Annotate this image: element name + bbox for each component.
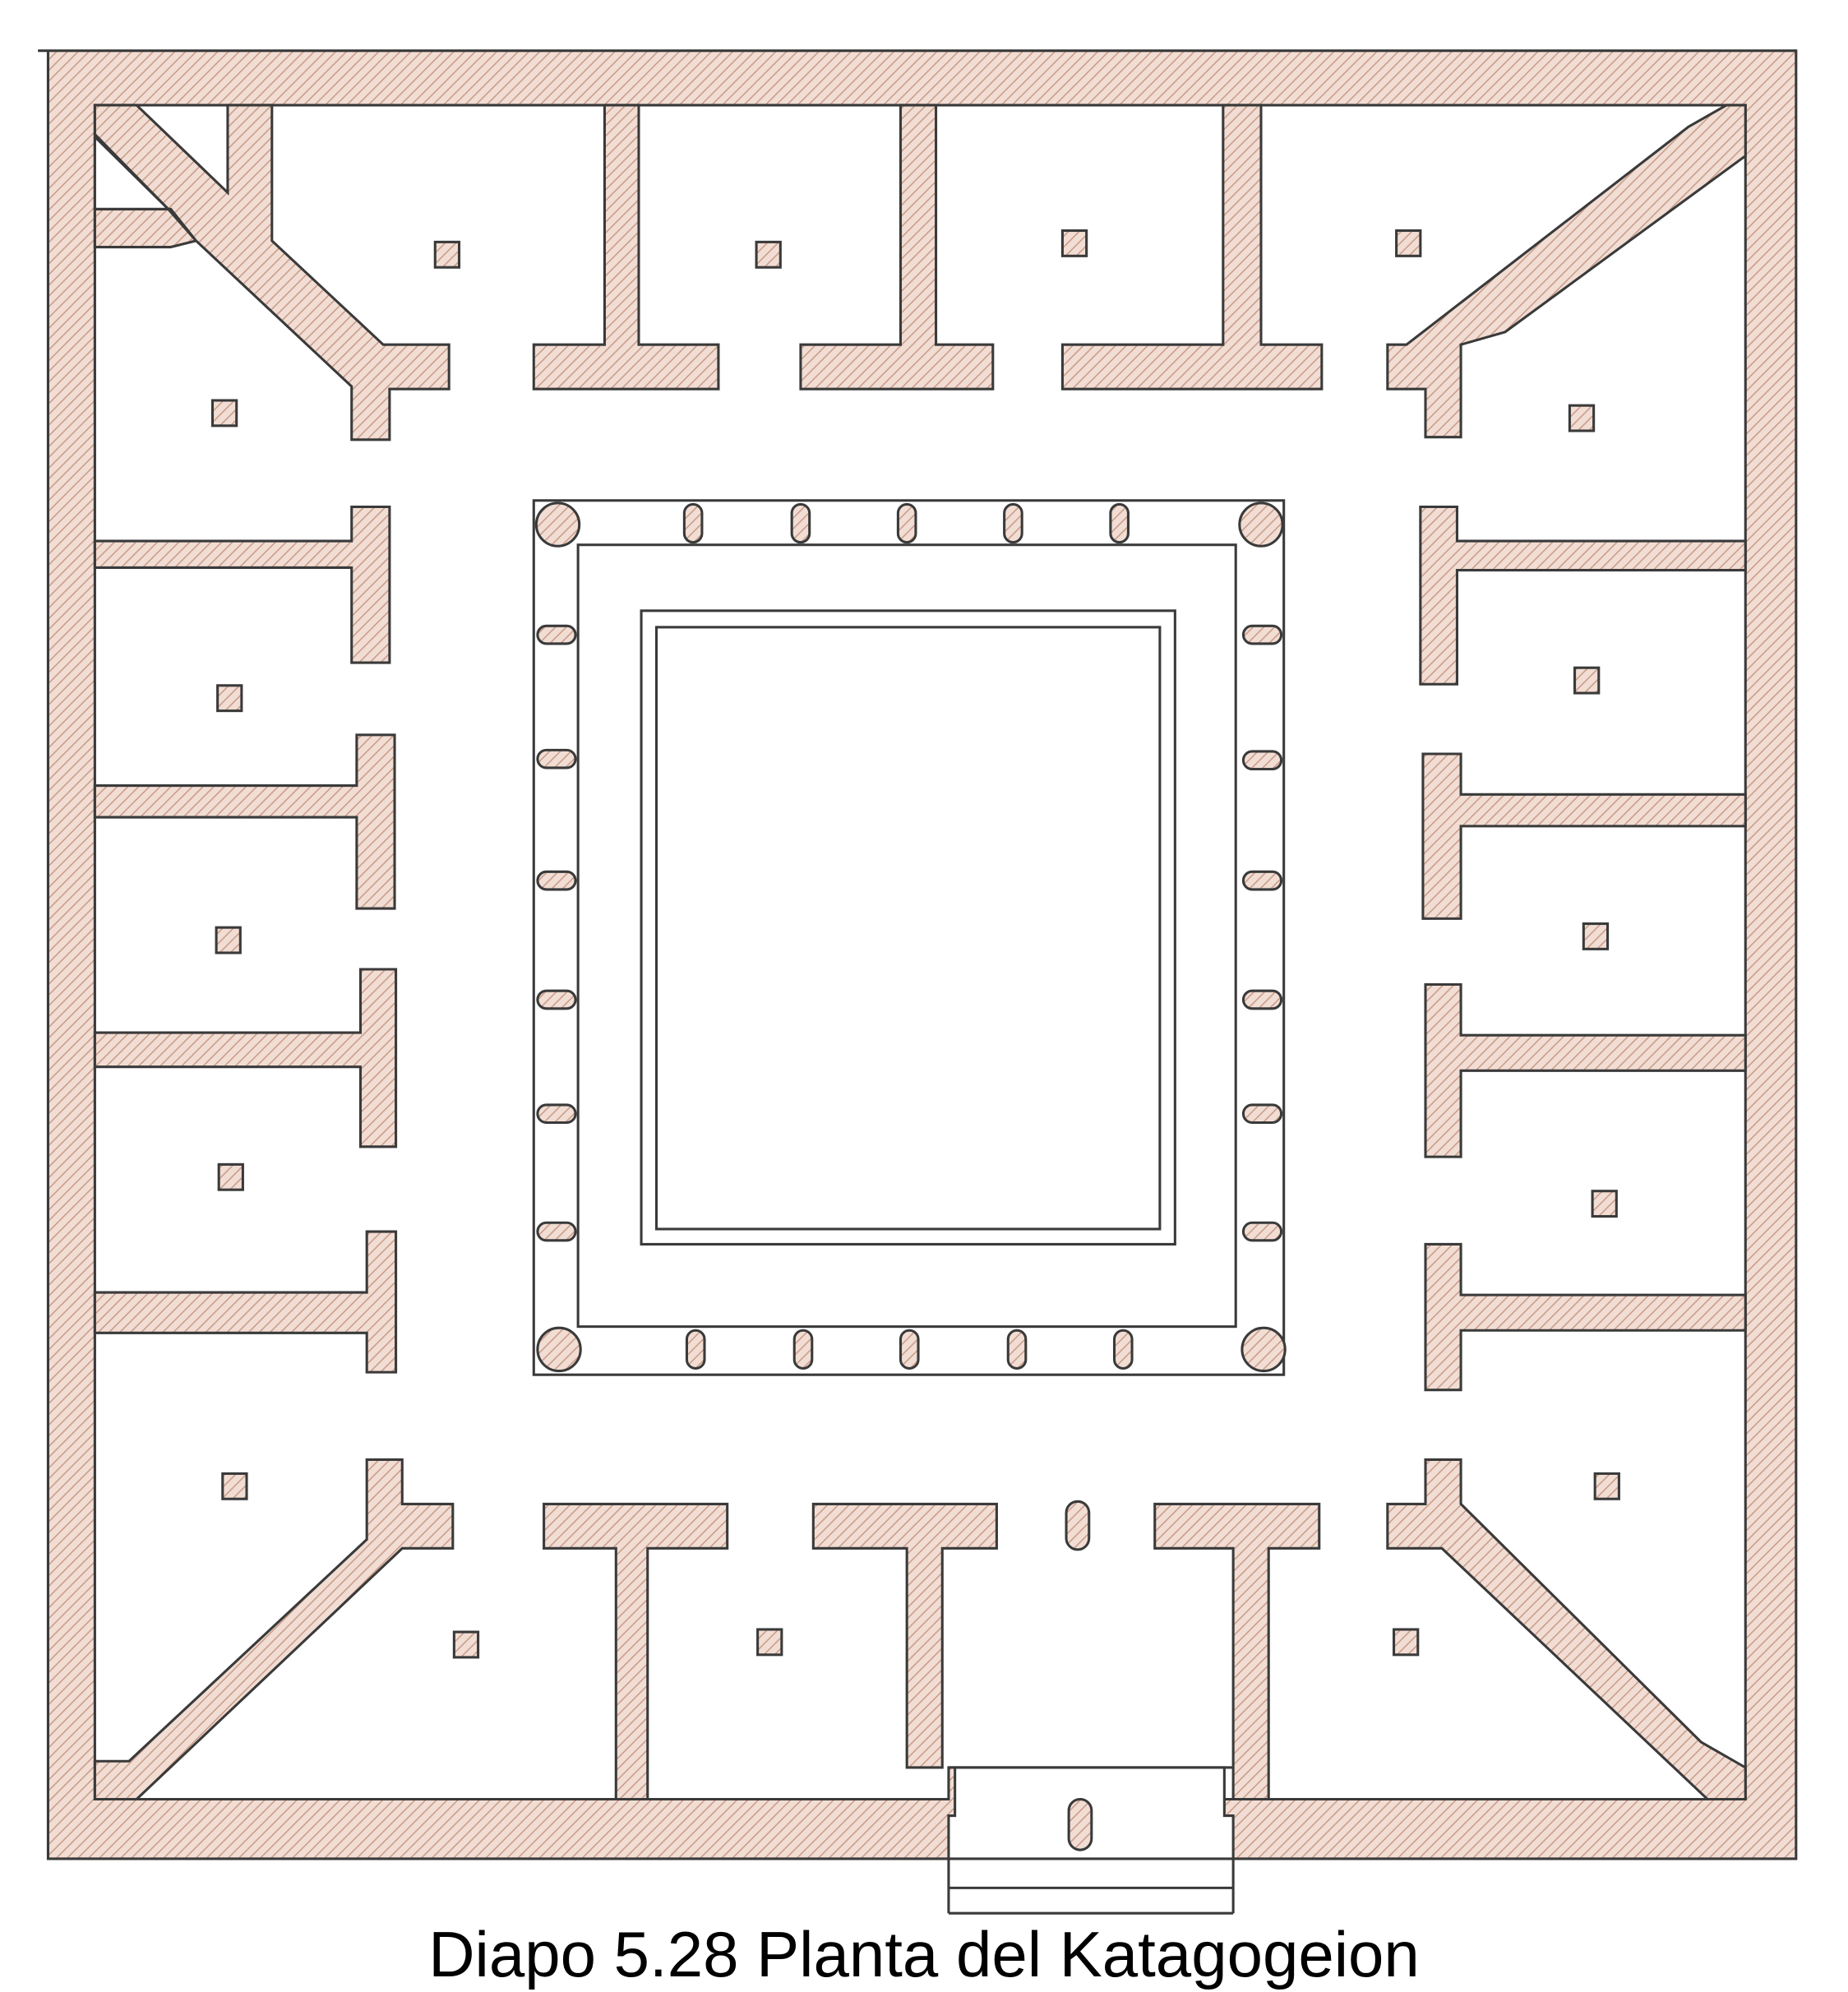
wall-top-right-diagonal bbox=[1386, 104, 1747, 439]
impluvium-inner bbox=[654, 626, 1162, 1231]
wall-top-t3 bbox=[1060, 104, 1324, 391]
wall-bottom-left-diagonal bbox=[93, 1458, 455, 1801]
pillar-square bbox=[221, 1472, 248, 1500]
column-oval bbox=[682, 502, 704, 544]
pillar-square bbox=[452, 1630, 480, 1659]
wall-left-t3 bbox=[93, 968, 398, 1149]
column-oval bbox=[1241, 1103, 1283, 1125]
pillar-square bbox=[216, 684, 243, 713]
column-oval bbox=[896, 502, 917, 544]
wall-bottom-t1 bbox=[543, 1502, 729, 1801]
pillar-square bbox=[1395, 229, 1422, 257]
caption-text: Diapo 5.28 Planta del Katagogeion bbox=[428, 1918, 1420, 1990]
pillar-square bbox=[1593, 1472, 1620, 1500]
column-oval bbox=[536, 748, 577, 770]
column-oval bbox=[899, 1329, 920, 1370]
column-round bbox=[534, 501, 581, 548]
pillar-square bbox=[210, 399, 238, 428]
column-oval bbox=[1241, 750, 1283, 771]
wall-bottom-t2 bbox=[811, 1502, 998, 1769]
column-oval bbox=[1112, 1329, 1134, 1370]
courtyard-inner bbox=[576, 543, 1237, 1329]
walls bbox=[38, 49, 1798, 1860]
wall-right-t4 bbox=[1424, 1242, 1747, 1392]
corner-triangle bbox=[93, 133, 172, 210]
column-oval bbox=[536, 870, 577, 891]
wall-left-t2 bbox=[93, 733, 396, 910]
column-round bbox=[1240, 1326, 1287, 1373]
courtyard-outer bbox=[532, 499, 1286, 1376]
courtyard bbox=[532, 499, 1286, 1376]
column-oval bbox=[536, 1221, 577, 1242]
column-round bbox=[536, 1326, 582, 1373]
wall-right-t3 bbox=[1424, 982, 1747, 1158]
room-pillars bbox=[210, 229, 1620, 1659]
column-oval bbox=[1067, 1797, 1093, 1851]
column-oval bbox=[685, 1329, 706, 1370]
wall-bottom-t3 bbox=[1153, 1502, 1321, 1801]
column-oval bbox=[1065, 1500, 1091, 1551]
oval-columns bbox=[536, 502, 1283, 1851]
column-oval bbox=[536, 624, 577, 645]
column-oval bbox=[1241, 1221, 1283, 1242]
wall-left-t4 bbox=[93, 1230, 398, 1374]
pillar-square bbox=[1392, 1628, 1420, 1657]
pillar-square bbox=[433, 240, 461, 269]
column-oval bbox=[1241, 870, 1283, 891]
wall-right-t1 bbox=[1419, 505, 1747, 686]
column-oval bbox=[790, 502, 811, 544]
wall-top-t1 bbox=[532, 104, 720, 391]
pillar-square bbox=[1573, 666, 1601, 695]
pillar-square bbox=[1060, 229, 1088, 257]
column-round bbox=[1238, 501, 1284, 548]
wall-top-left-diagonal bbox=[93, 104, 450, 441]
wall-top-t2 bbox=[799, 104, 995, 391]
column-oval bbox=[1241, 624, 1283, 645]
pillar-square bbox=[755, 240, 782, 269]
column-oval bbox=[792, 1329, 814, 1370]
column-oval bbox=[1003, 502, 1023, 544]
pillar-square bbox=[217, 1162, 244, 1191]
pillar-square bbox=[215, 926, 242, 954]
column-oval bbox=[1006, 1329, 1028, 1370]
pillar-square bbox=[756, 1628, 783, 1657]
impluvium-outer bbox=[640, 609, 1176, 1246]
pillar-square bbox=[1568, 404, 1596, 432]
wall-bottom-right-diagonal bbox=[1386, 1458, 1747, 1801]
column-oval bbox=[1109, 502, 1130, 544]
figure-caption: Diapo 5.28 Planta del Katagogeion bbox=[0, 1917, 1848, 1992]
pillar-square bbox=[1582, 922, 1610, 950]
wall-left-t1 bbox=[93, 505, 391, 664]
entrance bbox=[947, 1766, 1235, 1915]
column-oval bbox=[1241, 989, 1283, 1010]
column-oval bbox=[536, 989, 577, 1010]
pillar-square bbox=[1591, 1190, 1618, 1218]
column-oval bbox=[536, 1103, 577, 1125]
wall-right-t2 bbox=[1421, 752, 1747, 920]
corner-columns bbox=[534, 501, 1287, 1373]
